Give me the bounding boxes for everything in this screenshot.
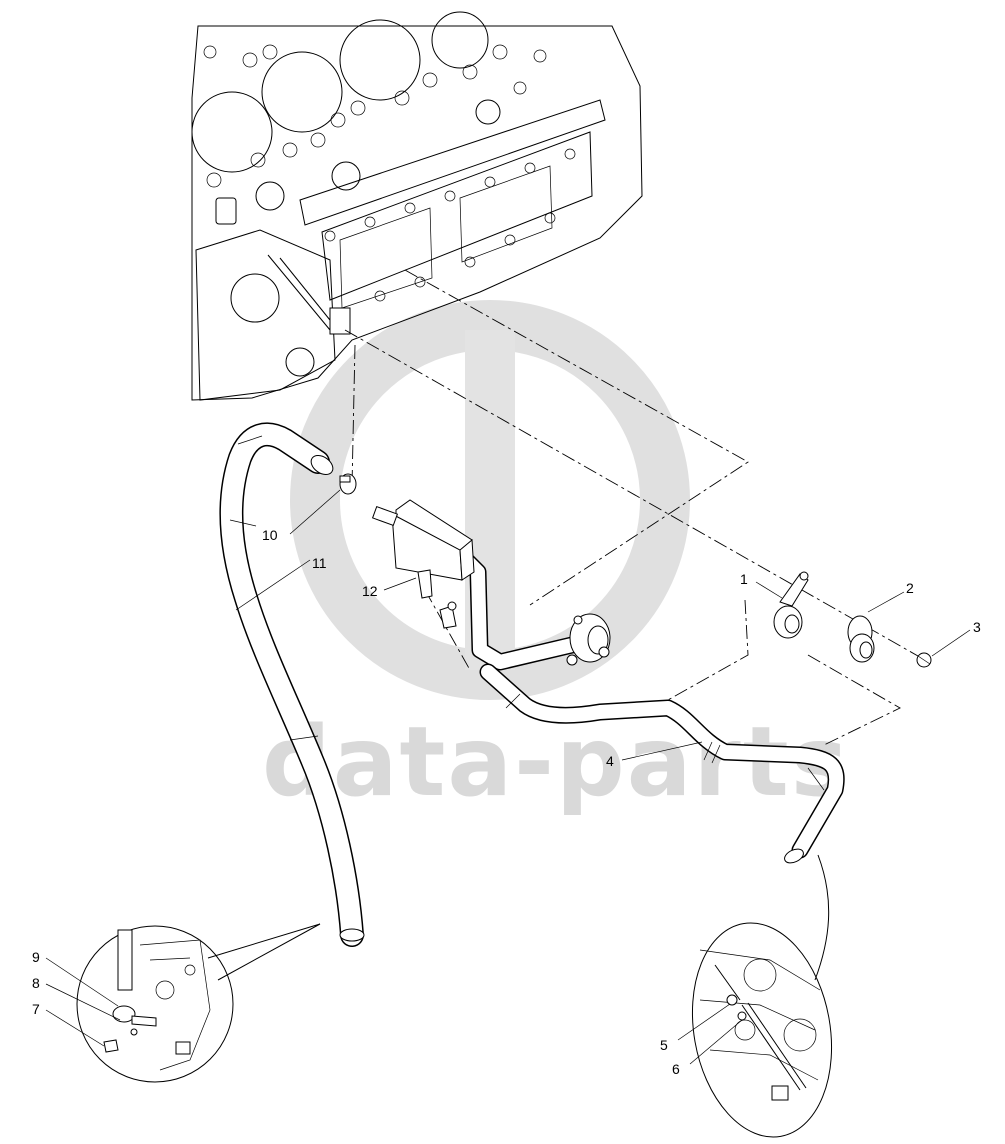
callouts: 1 2 3 4 5 6 7 8 9 10 11 12: [32, 527, 981, 1077]
leader-lines: [45, 489, 971, 1065]
engine-block: [191, 11, 643, 401]
callout-9: 9: [32, 949, 40, 965]
watermark: data-parts: [262, 300, 850, 818]
hose-part-11: [219, 422, 365, 947]
tube-part-4: [479, 663, 845, 864]
assembly-lines: [344, 269, 926, 747]
bolt-part-3: [916, 652, 932, 668]
callout-7: 7: [32, 1001, 40, 1017]
grommet-part-1: [773, 571, 809, 639]
callout-11: 11: [312, 555, 327, 571]
callout-12: 12: [362, 583, 378, 599]
callout-4: 4: [606, 753, 614, 769]
callout-5: 5: [660, 1037, 668, 1053]
callout-10: 10: [262, 527, 278, 543]
detail-bubble-left: [76, 923, 321, 1083]
grommet-part-2: [847, 615, 875, 663]
watermark-text: data-parts: [262, 706, 850, 818]
callout-1: 1: [740, 571, 748, 587]
clamp-part-10: [339, 473, 357, 495]
callout-2: 2: [906, 580, 914, 596]
callout-8: 8: [32, 975, 40, 991]
callout-3: 3: [973, 619, 981, 635]
separator-part-12: [371, 499, 611, 671]
detail-bubble-right: [691, 854, 833, 1138]
callout-6: 6: [672, 1061, 680, 1077]
